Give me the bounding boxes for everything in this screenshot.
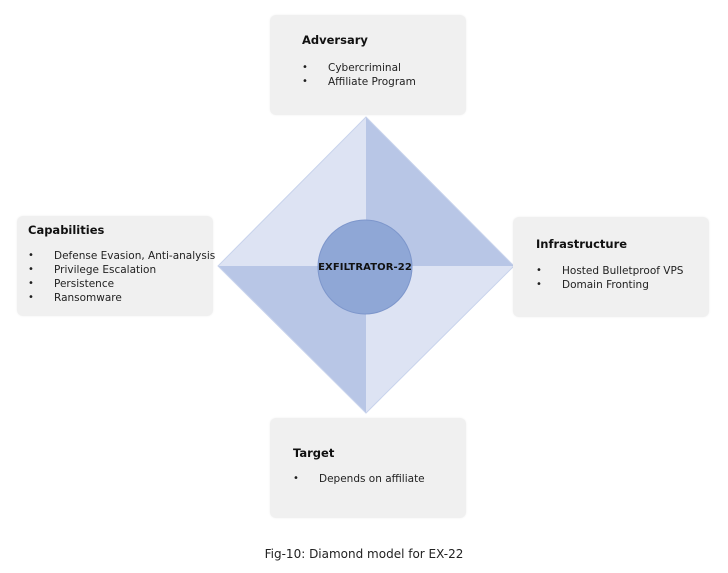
adversary-box: Adversary • Cybercriminal • Affiliate Pr… [270, 15, 466, 115]
list-item: • Defense Evasion, Anti-analysis [28, 249, 215, 263]
list-item-text: Defense Evasion, Anti-analysis [54, 250, 216, 262]
list-item: • Cybercriminal [302, 61, 416, 75]
bullet-icon: • [293, 473, 299, 484]
list-item: • Hosted Bulletproof VPS [536, 264, 683, 278]
list-item-text: Domain Fronting [562, 279, 649, 291]
list-item-text: Cybercriminal [328, 62, 401, 74]
bullet-icon: • [28, 264, 34, 275]
list-item-text: Ransomware [54, 292, 122, 304]
bullet-icon: • [28, 292, 34, 303]
list-item-text: Affiliate Program [328, 76, 416, 88]
infrastructure-box: Infrastructure • Hosted Bulletproof VPS … [513, 217, 709, 317]
capabilities-title: Capabilities [28, 223, 105, 237]
list-item-text: Persistence [54, 278, 115, 290]
list-item: • Ransomware [28, 291, 215, 305]
capabilities-box: Capabilities • Defense Evasion, Anti-ana… [17, 216, 215, 316]
target-list: • Depends on affiliate [293, 472, 425, 486]
list-item: • Affiliate Program [302, 75, 416, 89]
diamond-outline [217, 116, 515, 414]
bullet-icon: • [28, 278, 34, 289]
bullet-icon: • [302, 76, 308, 87]
bullet-icon: • [302, 62, 308, 73]
adversary-title: Adversary [302, 33, 368, 47]
target-title: Target [293, 446, 335, 460]
bullet-icon: • [28, 250, 34, 261]
list-item: • Domain Fronting [536, 278, 683, 292]
bullet-icon: • [536, 279, 542, 290]
list-item: • Persistence [28, 277, 215, 291]
list-item: • Privilege Escalation [28, 263, 215, 277]
center-circle [317, 219, 413, 315]
figure-caption: Fig-10: Diamond model for EX-22 [264, 547, 464, 561]
list-item: • Depends on affiliate [293, 472, 425, 486]
infrastructure-title: Infrastructure [536, 237, 628, 251]
target-box: Target • Depends on affiliate [270, 418, 466, 518]
infrastructure-list: • Hosted Bulletproof VPS • Domain Fronti… [536, 264, 683, 292]
center-label: EXFILTRATOR-22 [318, 261, 412, 273]
bullet-icon: • [536, 265, 542, 276]
capabilities-list: • Defense Evasion, Anti-analysis • Privi… [28, 249, 215, 305]
adversary-list: • Cybercriminal • Affiliate Program [302, 61, 416, 89]
list-item-text: Depends on affiliate [319, 473, 425, 485]
list-item-text: Privilege Escalation [54, 264, 157, 276]
list-item-text: Hosted Bulletproof VPS [562, 265, 684, 277]
